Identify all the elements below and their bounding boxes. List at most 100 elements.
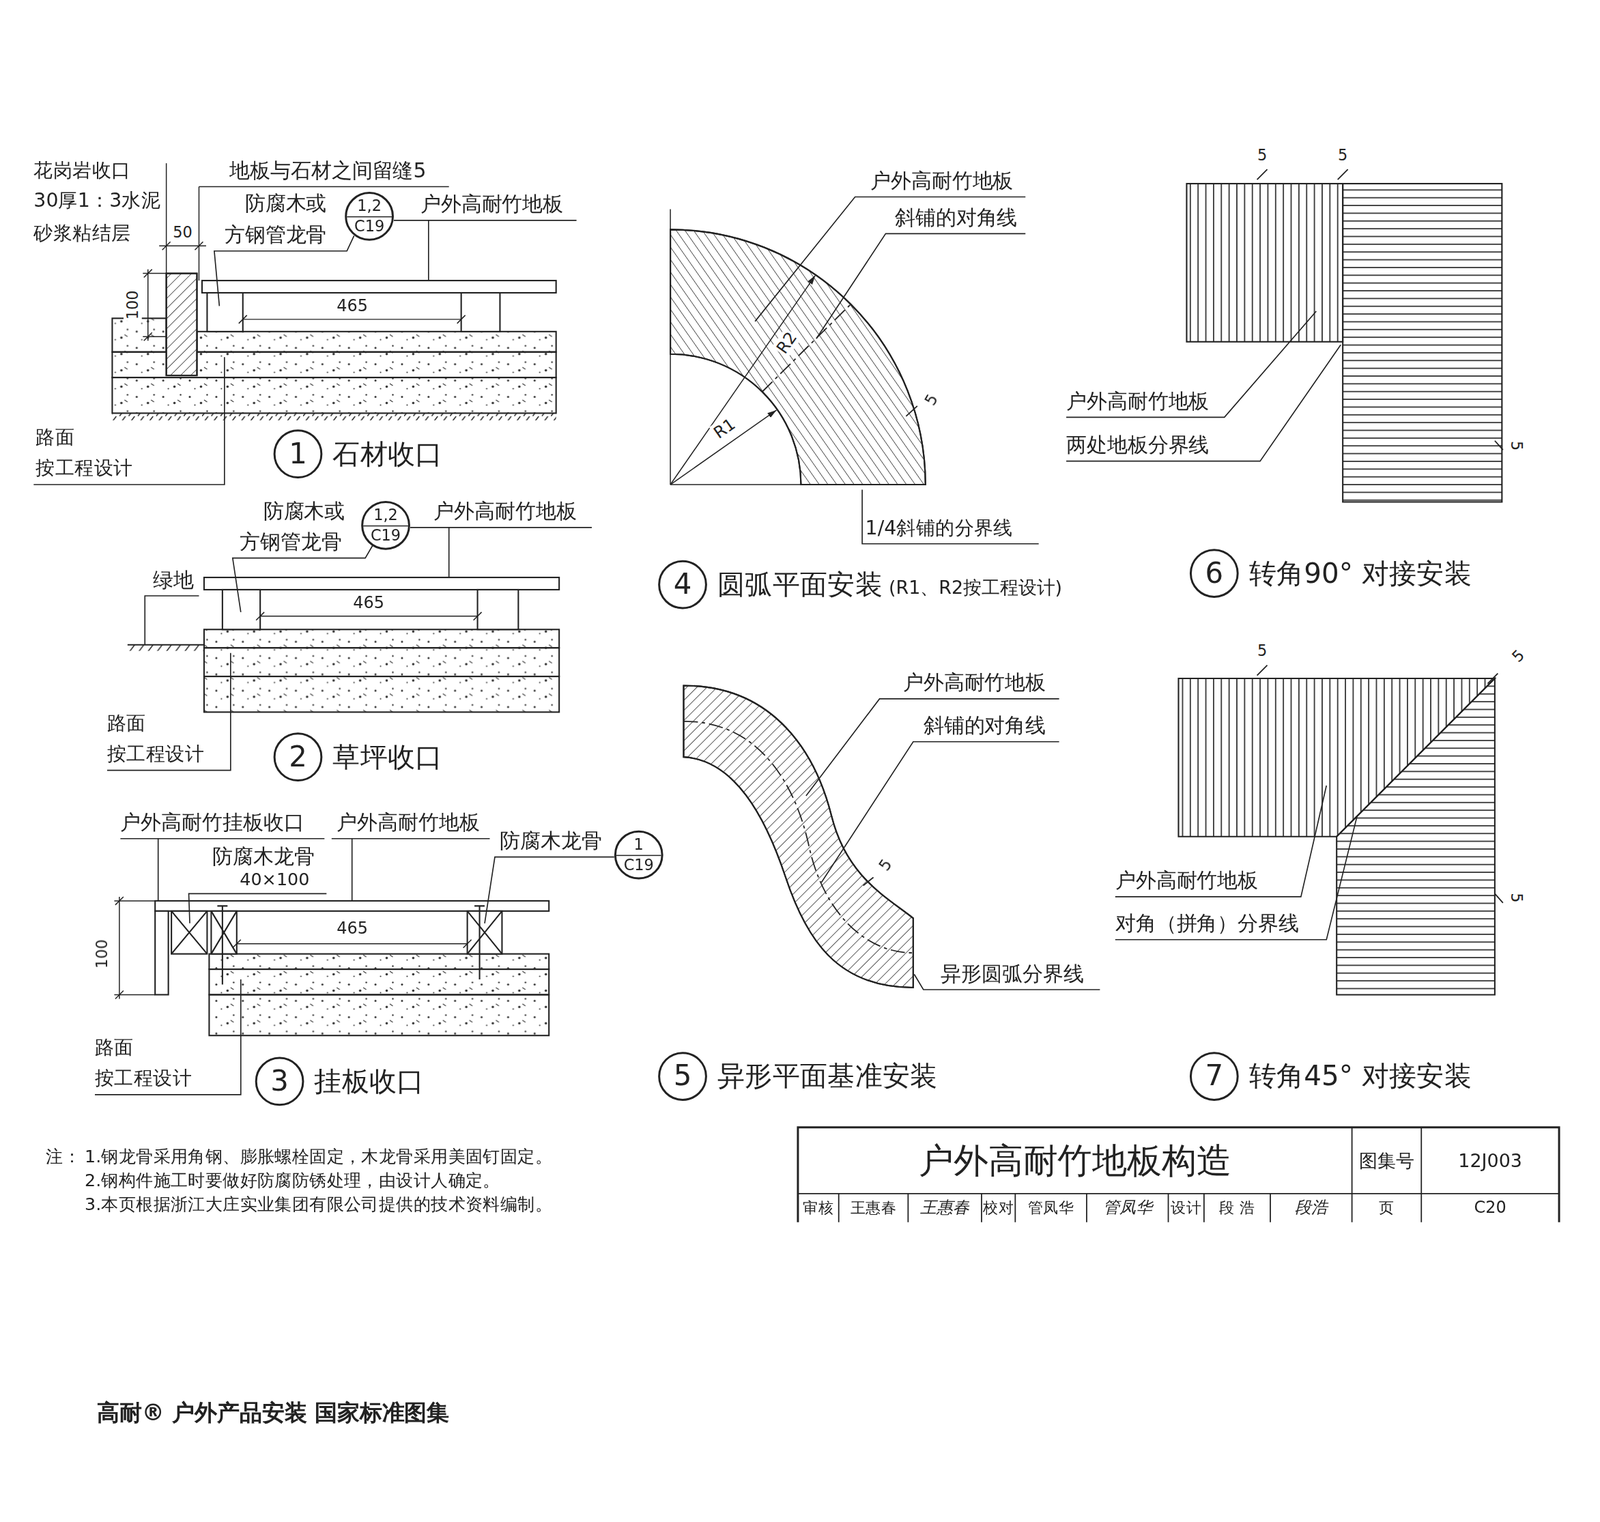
callout-label: 防腐木龙骨 bbox=[499, 828, 602, 854]
stone-edge-section bbox=[111, 412, 556, 420]
callout-label: 户外高耐竹地板 bbox=[420, 191, 564, 217]
callout-label: 户外高耐竹地板 bbox=[903, 670, 1046, 695]
stone-edge-section bbox=[202, 280, 557, 293]
stone-edge-section bbox=[238, 315, 466, 324]
leader-line bbox=[393, 219, 577, 222]
stone-edge-section bbox=[461, 292, 501, 332]
callout-circle: 6转角90° 对接安装 bbox=[1189, 548, 1239, 598]
stone-edge-section bbox=[111, 318, 166, 352]
reference-circle: 1C19 bbox=[614, 830, 664, 880]
callout-label: 路面 bbox=[107, 711, 147, 735]
callout-label: 花岗岩收口 bbox=[33, 158, 131, 182]
callout-number: 1 bbox=[275, 431, 321, 477]
title-block-cell: 12J003 bbox=[1421, 1127, 1560, 1194]
leader-line bbox=[232, 546, 373, 613]
leader-line bbox=[816, 233, 1026, 339]
reference-circle: 1,2C19 bbox=[361, 501, 411, 551]
dimension-text: 40×100 bbox=[239, 869, 310, 891]
lawn-edge-section bbox=[477, 589, 519, 630]
title-block-cell: 段浩 bbox=[1270, 1193, 1353, 1223]
callout-label: 户外高耐竹地板 bbox=[1066, 389, 1209, 414]
dimension-text: 100 bbox=[92, 938, 112, 970]
drawing-title: 户外高耐竹地板构造 bbox=[797, 1127, 1353, 1194]
dimension-text: 100 bbox=[123, 289, 142, 321]
leader-line bbox=[1115, 816, 1357, 940]
callout-circle: 1石材收口 bbox=[273, 429, 323, 479]
detail-heading: 草坪收口 bbox=[332, 740, 443, 773]
fascia-edge-section bbox=[208, 969, 549, 995]
note-text: 注： bbox=[45, 1146, 81, 1167]
callout-label: 户外高耐竹地板 bbox=[433, 498, 577, 524]
dimension-text: 465 bbox=[336, 295, 368, 316]
free-form-deck-plan bbox=[683, 686, 914, 988]
stone-edge-section bbox=[111, 377, 556, 413]
callout-label: 防腐木或 bbox=[245, 191, 327, 216]
leader-line bbox=[862, 490, 1039, 545]
lawn-edge-section bbox=[255, 612, 482, 621]
detail-heading: 转角90° 对接安装 bbox=[1249, 556, 1473, 589]
circle-divider bbox=[363, 525, 409, 527]
title-block-grid bbox=[797, 1193, 1560, 1195]
reference-circle: 1,2C19 bbox=[344, 191, 394, 241]
dimension-text: 5 bbox=[1255, 641, 1268, 661]
callout-label: 防腐木龙骨 bbox=[212, 843, 314, 869]
reference-text: C19 bbox=[370, 526, 401, 545]
title-block-cell: 王惠春 bbox=[838, 1193, 909, 1223]
leader-line bbox=[427, 220, 430, 281]
corner-45-plan bbox=[1257, 665, 1504, 904]
reference-text: C19 bbox=[354, 217, 385, 236]
leader-line bbox=[1066, 344, 1341, 461]
leader-line bbox=[198, 186, 449, 188]
stone-edge-section bbox=[165, 163, 167, 274]
callout-label: 两处地板分界线 bbox=[1066, 432, 1209, 458]
fascia-edge-section bbox=[217, 905, 485, 985]
title-block-cell: 图集号 bbox=[1352, 1127, 1422, 1194]
corner-45-plan bbox=[1336, 678, 1495, 995]
fascia-edge-section bbox=[208, 994, 549, 1036]
leader-line bbox=[1066, 311, 1317, 418]
leader-line bbox=[120, 838, 325, 840]
lawn-edge-section bbox=[204, 577, 560, 590]
stone-edge-section bbox=[243, 318, 462, 320]
reference-text: 1,2 bbox=[356, 196, 382, 216]
free-form-deck-plan bbox=[863, 877, 874, 887]
dimension-text: 465 bbox=[336, 918, 368, 938]
callout-circle: 2草坪收口 bbox=[273, 732, 323, 782]
dimension-text: 5 bbox=[920, 390, 943, 410]
stone-edge-section bbox=[166, 273, 198, 376]
stone-edge-section bbox=[144, 269, 153, 342]
circle-divider bbox=[346, 216, 392, 218]
callout-label: 按工程设计 bbox=[94, 1066, 192, 1090]
callout-label: 绿地 bbox=[152, 567, 194, 592]
callout-label: 对角（拼角）分界线 bbox=[1115, 911, 1299, 936]
leader-line bbox=[157, 838, 160, 902]
detail-heading: 异形平面基准安装 bbox=[717, 1060, 938, 1092]
title-block-grid bbox=[797, 1127, 1560, 1223]
detail-title: 圆弧平面安装(R1、R2按工程设计) bbox=[717, 566, 1063, 604]
fascia-edge-section bbox=[118, 896, 120, 999]
dimension-text: 5 bbox=[1507, 645, 1530, 667]
detail-heading: 挂板收口 bbox=[313, 1065, 424, 1097]
leader-line bbox=[410, 526, 592, 529]
lawn-edge-section bbox=[260, 615, 478, 617]
title-block-cell: 管凤华 bbox=[1086, 1193, 1169, 1223]
leader-line bbox=[107, 653, 231, 771]
fascia-edge-section bbox=[467, 911, 503, 955]
callout-number: 4 bbox=[660, 562, 706, 608]
detail-title: 草坪收口 bbox=[332, 738, 443, 776]
detail-title: 转角90° 对接安装 bbox=[1249, 554, 1473, 592]
arc-deck-plan bbox=[762, 303, 852, 392]
arc-deck-plan bbox=[670, 208, 926, 485]
fascia-edge-section bbox=[154, 911, 168, 996]
lawn-edge-section bbox=[127, 577, 560, 712]
title-block-cell: 页 bbox=[1352, 1193, 1422, 1223]
callout-label: 户外高耐竹地板 bbox=[336, 810, 480, 835]
fascia-edge-section bbox=[113, 896, 549, 1036]
note-text: 2.钢构件施工时要做好防腐防锈处理，由设计人确定。 bbox=[84, 1170, 501, 1192]
note-text: 3.本页根据浙江大庄实业集团有限公司提供的技术资料编制。 bbox=[84, 1193, 553, 1215]
leader-line bbox=[189, 893, 327, 923]
title-block-cell: 审核 bbox=[797, 1193, 839, 1223]
leader-line bbox=[33, 187, 1357, 1095]
